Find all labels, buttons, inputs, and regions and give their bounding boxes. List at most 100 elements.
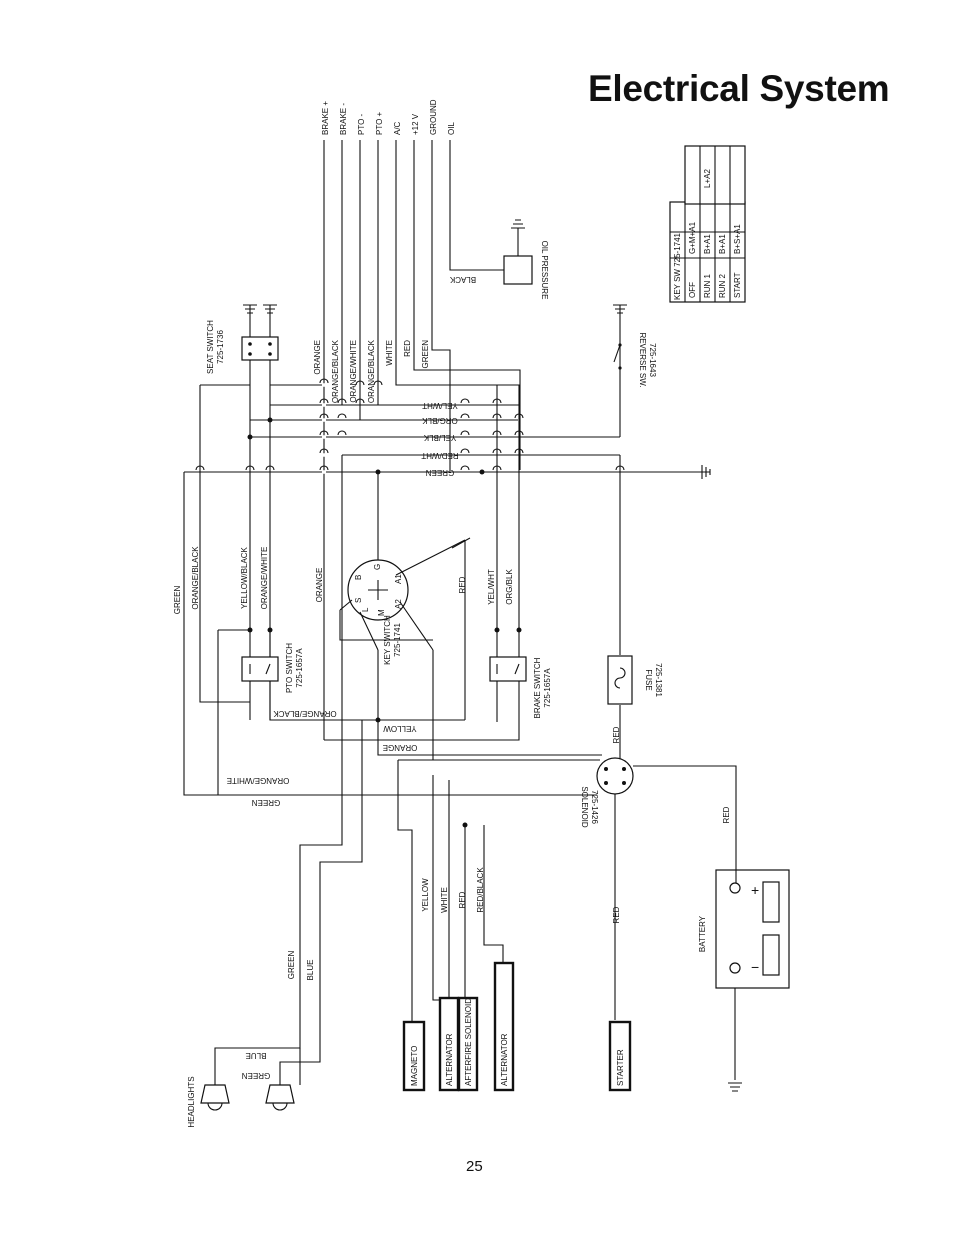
- terminal-ground: GROUND: [429, 99, 438, 135]
- wire-label-org-blk-mid: ORG/BLK: [505, 569, 514, 605]
- wire-label-red-top: RED: [403, 340, 412, 357]
- key-switch-label: KEY SWITCH: [383, 615, 392, 665]
- key-table-r0c0: OFF: [688, 282, 697, 298]
- wire-label-orange-white-top: ORANGE/WHITE: [349, 340, 358, 403]
- starter-label: STARTER: [616, 1049, 625, 1086]
- key-terminal-l: L: [361, 607, 370, 612]
- wire-label-green-headlight-2: GREEN: [242, 1071, 271, 1080]
- black-wire-label: BLACK: [449, 275, 476, 284]
- wire-label-red-mid: RED: [458, 576, 467, 593]
- wire-label-yellow-magneto: YELLOW: [421, 878, 430, 912]
- battery: [715, 869, 790, 1080]
- reverse-switch-part: 725-1643: [648, 343, 657, 377]
- magneto-label: MAGNETO: [410, 1046, 419, 1086]
- pto-switch-label: PTO SWITCH: [285, 643, 294, 693]
- lower-wires: [299, 720, 504, 1040]
- wire-label-orange-white-low: ORANGE/WHITE: [227, 776, 290, 785]
- headlights: [200, 1040, 321, 1111]
- terminal-brake-plus: BRAKE +: [321, 101, 330, 135]
- wire-label-orange-white-mid: ORANGE/WHITE: [260, 547, 269, 610]
- terminal-oil: OIL: [447, 122, 456, 135]
- key-terminal-g: G: [373, 564, 382, 570]
- key-table-title: KEY SW 725-1741: [673, 232, 682, 300]
- middle-wires: [183, 320, 621, 796]
- brake-switch-label: BRAKE SWITCH: [533, 657, 542, 718]
- reverse-switch: [613, 343, 622, 370]
- terminal-12v: +12 V: [411, 113, 420, 135]
- fuse: [607, 655, 633, 705]
- alternator-2-label: ALTERNATOR: [500, 1033, 509, 1086]
- wire-label-green-low: GREEN: [252, 798, 281, 807]
- wire-label-orange-black-top: ORANGE/BLACK: [331, 339, 340, 403]
- alternator-2: [493, 961, 515, 1092]
- key-table-r1c1: B+A1: [703, 234, 712, 254]
- key-terminal-m: M: [377, 609, 386, 616]
- wire-label-blue-low: BLUE: [246, 1051, 267, 1060]
- page-number: 25: [466, 1158, 483, 1175]
- battery-plus: +: [751, 882, 759, 898]
- key-switch-part: 725-1741: [393, 623, 402, 657]
- headlights-label: HEADLIGHTS: [187, 1076, 196, 1127]
- oil-pressure-switch: [503, 250, 533, 285]
- wire-label-orange-top: ORANGE: [313, 340, 322, 375]
- seat-switch-part: 725-1736: [216, 330, 225, 364]
- key-table-r3c0: START: [733, 272, 742, 298]
- wire-labels: ORANGE ORANGE/BLACK ORANGE/WHITE ORANGE/…: [173, 339, 731, 1080]
- key-table-r0c1: G+M+A1: [688, 221, 697, 254]
- magneto: [402, 1020, 426, 1092]
- wire-label-blue-headlight: BLUE: [306, 960, 315, 981]
- wire-label-red-black: RED/BLACK: [476, 867, 485, 913]
- wire-label-white-alternator: WHITE: [440, 887, 449, 913]
- bus-wires: [184, 384, 710, 473]
- oil-pressure-label: OIL PRESSURE: [540, 241, 549, 300]
- reverse-switch-label: REVERSE SW.: [638, 332, 647, 387]
- brake-switch-part: 725-1657A: [543, 668, 552, 708]
- battery-minus: −: [751, 959, 759, 975]
- key-table-r1c2: L+A2: [703, 169, 712, 188]
- seat-switch-label: SEAT SWITCH: [206, 320, 215, 374]
- afterfire-solenoid-label: AFTERFIRE SOLENOID: [464, 998, 473, 1086]
- seat-switch: [241, 322, 279, 361]
- wire-label-orange-black-2: ORANGE/BLACK: [367, 339, 376, 403]
- wire-label-red-battery: RED: [722, 806, 731, 823]
- key-terminal-a1: A1: [394, 574, 403, 584]
- page-title: Electrical System: [588, 68, 890, 109]
- solenoid: [270, 757, 737, 1020]
- starter: [608, 1020, 632, 1092]
- key-switch-table: KEY SW 725-1741 OFF G+M+A1 RUN 1 B+A1 L+…: [669, 145, 746, 303]
- wire-label-yellow-black: YELLOW/BLACK: [240, 546, 249, 608]
- wire-label-red-fuse: RED: [612, 726, 621, 743]
- key-table-r3c1: B+S+A1: [733, 224, 742, 254]
- terminal-pto-minus: PTO -: [357, 113, 366, 135]
- wire-label-orange-low: ORANGE: [383, 743, 418, 752]
- key-table-r2c1: B+A1: [718, 234, 727, 254]
- wire-label-white-top: WHITE: [385, 340, 394, 366]
- solenoid-label: SOLENOID: [580, 786, 589, 828]
- harness-terminal-labels: BRAKE + BRAKE - PTO - PTO + A/C +12 V GR…: [321, 99, 456, 135]
- wire-label-orange-mid: ORANGE: [315, 568, 324, 603]
- battery-label: BATTERY: [698, 915, 707, 952]
- key-terminal-b: B: [354, 575, 363, 580]
- wire-label-red-afterfire: RED: [458, 891, 467, 908]
- terminal-pto-plus: PTO +: [375, 111, 384, 135]
- ground-symbols: [243, 219, 742, 1092]
- wire-label-green-headlight: GREEN: [287, 951, 296, 980]
- pto-switch: [241, 630, 279, 720]
- terminal-brake-minus: BRAKE -: [339, 103, 348, 135]
- wire-label-green-bus: GREEN: [426, 468, 455, 477]
- alternator-1-label: ALTERNATOR: [445, 1033, 454, 1086]
- terminal-ac: A/C: [393, 121, 402, 135]
- wire-label-yel-wht-mid: YEL/WHT: [487, 569, 496, 605]
- wire-label-green-left: GREEN: [173, 586, 182, 615]
- wire-hops: [195, 378, 625, 474]
- pto-switch-part: 725-1657A: [295, 648, 304, 688]
- key-table-r1c0: RUN 1: [703, 273, 712, 298]
- wire-label-yellow-low: YELLOW: [383, 724, 417, 733]
- key-switch-terminals: B G L S M A1 A2: [354, 564, 403, 616]
- wire-label-green-top: GREEN: [421, 340, 430, 369]
- key-switch: [339, 537, 471, 651]
- afterfire-solenoid: [457, 996, 479, 1092]
- brake-switch: [489, 630, 527, 705]
- key-table-r2c0: RUN 2: [718, 273, 727, 298]
